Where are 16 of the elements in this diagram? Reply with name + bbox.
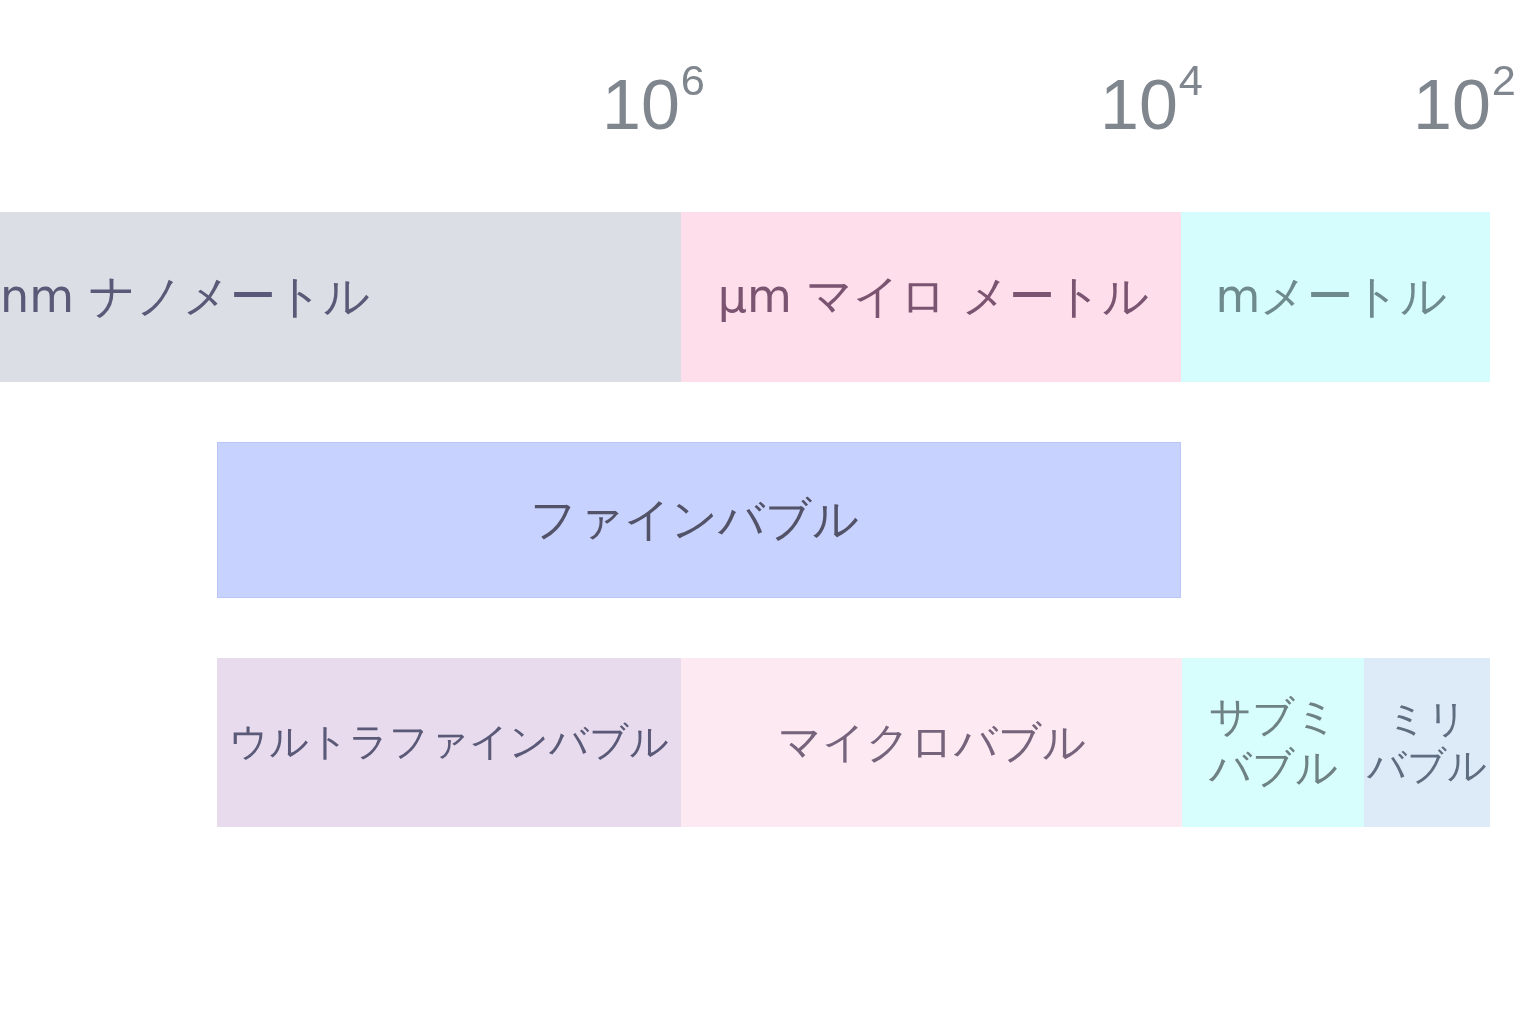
range-band — [681, 658, 1182, 827]
range-band — [681, 212, 1181, 382]
range-band — [217, 442, 1181, 598]
band-label: mメートル — [1215, 269, 1448, 325]
band-label: ミリバブル — [1367, 695, 1487, 790]
band-label: マイクロバブル — [777, 716, 1086, 769]
band-label: ウルトラファインバブル — [229, 719, 669, 766]
band-label: nm ナノメートル — [0, 269, 370, 325]
range-band — [0, 212, 681, 382]
range-band — [217, 658, 681, 827]
range-band — [1182, 658, 1364, 827]
band-label: サブミバブル — [1208, 692, 1338, 793]
range-band — [1364, 658, 1490, 827]
band-label: ファインバブル — [529, 492, 859, 548]
range-band — [1181, 212, 1490, 382]
band-label: μm マイロ メートル — [717, 269, 1149, 325]
